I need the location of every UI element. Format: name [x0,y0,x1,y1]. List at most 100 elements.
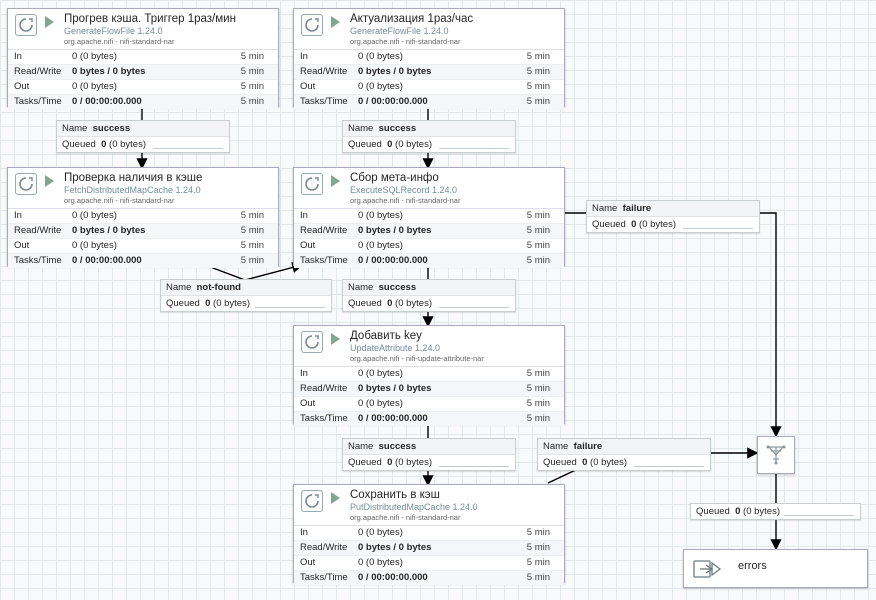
stat-label-tasks: Tasks/Time [14,96,62,107]
processor-sohranit-v-kesh[interactable]: Сохранить в кэш PutDistributedMapCache 1… [293,484,565,585]
conn-relationship: success [92,123,131,134]
connection-label-funnel-queue[interactable]: Queued 0 (0 bytes) [690,503,861,520]
connection-label-success[interactable]: Name success Queued 0 (0 bytes) [342,120,516,153]
stat-label-readwrite: Read/Write [300,225,348,236]
stat-out: 0 (0 bytes) [72,81,117,92]
stat-label-tasks: Tasks/Time [300,413,348,424]
stat-out: 0 (0 bytes) [358,81,403,92]
connection-label-failure[interactable]: Name failure Queued 0 (0 bytes) [586,200,760,233]
funnel-icon [766,445,786,465]
stat-out: 0 (0 bytes) [72,240,117,251]
processor-icon [301,331,323,353]
stat-label-in: In [14,210,22,221]
stat-label-out: Out [14,81,30,92]
stat-period: 5 min [526,225,550,236]
stat-label-readwrite: Read/Write [300,383,348,394]
conn-relationship: failure [573,441,603,452]
processor-name: Сохранить в кэш [350,489,440,501]
stat-label-tasks: Tasks/Time [300,572,348,583]
stat-out: 0 (0 bytes) [358,240,403,251]
conn-queued-label: Queued [696,506,730,517]
processor-dobavit-key[interactable]: Добавить key UpdateAttribute 1.24.0 org.… [293,325,565,426]
connection-label-success[interactable]: Name success Queued 0 (0 bytes) [56,120,230,153]
conn-queued-label: Queued [543,457,577,468]
stat-label-in: In [300,210,308,221]
stat-period: 5 min [526,240,550,251]
stat-period: 5 min [526,51,550,62]
conn-queued-count: 0 [631,219,637,230]
conn-name-label: Name [166,282,192,293]
stat-in: 0 (0 bytes) [358,527,403,538]
processor-icon [15,173,37,195]
processor-type: GenerateFlowFile 1.24.0 [64,26,163,36]
queue-bar [439,307,509,308]
connection-label-success[interactable]: Name success Queued 0 (0 bytes) [342,438,516,471]
running-play-icon [45,175,54,187]
stat-label-tasks: Tasks/Time [14,255,62,266]
processor-icon [301,173,323,195]
stat-label-tasks: Tasks/Time [300,96,348,107]
connection-label-success[interactable]: Name success Queued 0 (0 bytes) [342,279,516,312]
conn-queued-label: Queued [348,139,382,150]
output-port-errors[interactable]: errors [683,549,868,588]
stat-label-in: In [300,51,308,62]
conn-relationship: not-found [196,282,241,293]
stat-label-in: In [14,51,22,62]
stat-readwrite: 0 bytes / 0 bytes [72,66,146,77]
processor-proverka-nalichiya[interactable]: Проверка наличия в кэше FetchDistributed… [7,167,279,268]
processor-progrev-kesha[interactable]: Прогрев кэша. Триггер 1раз/мин GenerateF… [7,8,279,109]
conn-queued-label: Queued [62,139,96,150]
stat-period: 5 min [240,225,264,236]
stat-label-readwrite: Read/Write [300,542,348,553]
conn-name-label: Name [543,441,569,452]
conn-queued-label: Queued [592,219,626,230]
processor-bundle: org.apache.nifi - nifi-standard-nar [64,37,175,46]
conn-queued-count: 0 [387,139,393,150]
output-port-name: errors [738,560,767,572]
processor-bundle: org.apache.nifi - nifi-standard-nar [350,196,461,205]
stat-period: 5 min [240,81,264,92]
running-play-icon [331,492,340,504]
stat-period: 5 min [240,240,264,251]
conn-queued-count: 0 [582,457,588,468]
processor-bundle: org.apache.nifi - nifi-standard-nar [64,196,175,205]
conn-relationship: success [378,123,417,134]
processor-sbor-meta-info[interactable]: Сбор мета-инфо ExecuteSQLRecord 1.24.0 o… [293,167,565,268]
stat-label-out: Out [300,81,316,92]
conn-name-label: Name [62,123,88,134]
processor-aktualizaciya[interactable]: Актуализация 1раз/час GenerateFlowFile 1… [293,8,565,109]
processor-name: Добавить key [350,330,422,342]
processor-icon [301,14,323,36]
stat-readwrite: 0 bytes / 0 bytes [358,66,432,77]
connection-label-failure[interactable]: Name failure Queued 0 (0 bytes) [537,438,711,471]
conn-queued-size: (0 bytes) [639,219,676,230]
stat-label-out: Out [14,240,30,251]
stat-label-readwrite: Read/Write [14,66,62,77]
running-play-icon [331,16,340,28]
stat-readwrite: 0 bytes / 0 bytes [72,225,146,236]
stat-period: 5 min [526,81,550,92]
stat-label-in: In [300,527,308,538]
conn-queued-label: Queued [166,298,200,309]
funnel[interactable] [757,436,795,474]
queue-bar [784,515,854,516]
stat-in: 0 (0 bytes) [72,210,117,221]
stat-label-readwrite: Read/Write [14,225,62,236]
connection-label-not-found[interactable]: Name not-found Queued 0 (0 bytes) [160,279,332,312]
queue-bar [634,466,704,467]
stat-period: 5 min [240,66,264,77]
stat-label-out: Out [300,398,316,409]
stat-period: 5 min [240,210,264,221]
running-play-icon [331,175,340,187]
stat-period: 5 min [526,96,550,107]
conn-queued-label: Queued [348,298,382,309]
stat-label-readwrite: Read/Write [300,66,348,77]
conn-queued-size: (0 bytes) [213,298,250,309]
stat-period: 5 min [240,96,264,107]
conn-queued-count: 0 [205,298,211,309]
stat-readwrite: 0 bytes / 0 bytes [358,383,432,394]
stat-period: 5 min [526,572,550,583]
conn-queued-count: 0 [387,298,393,309]
conn-relationship: failure [622,203,652,214]
processor-icon [15,14,37,36]
